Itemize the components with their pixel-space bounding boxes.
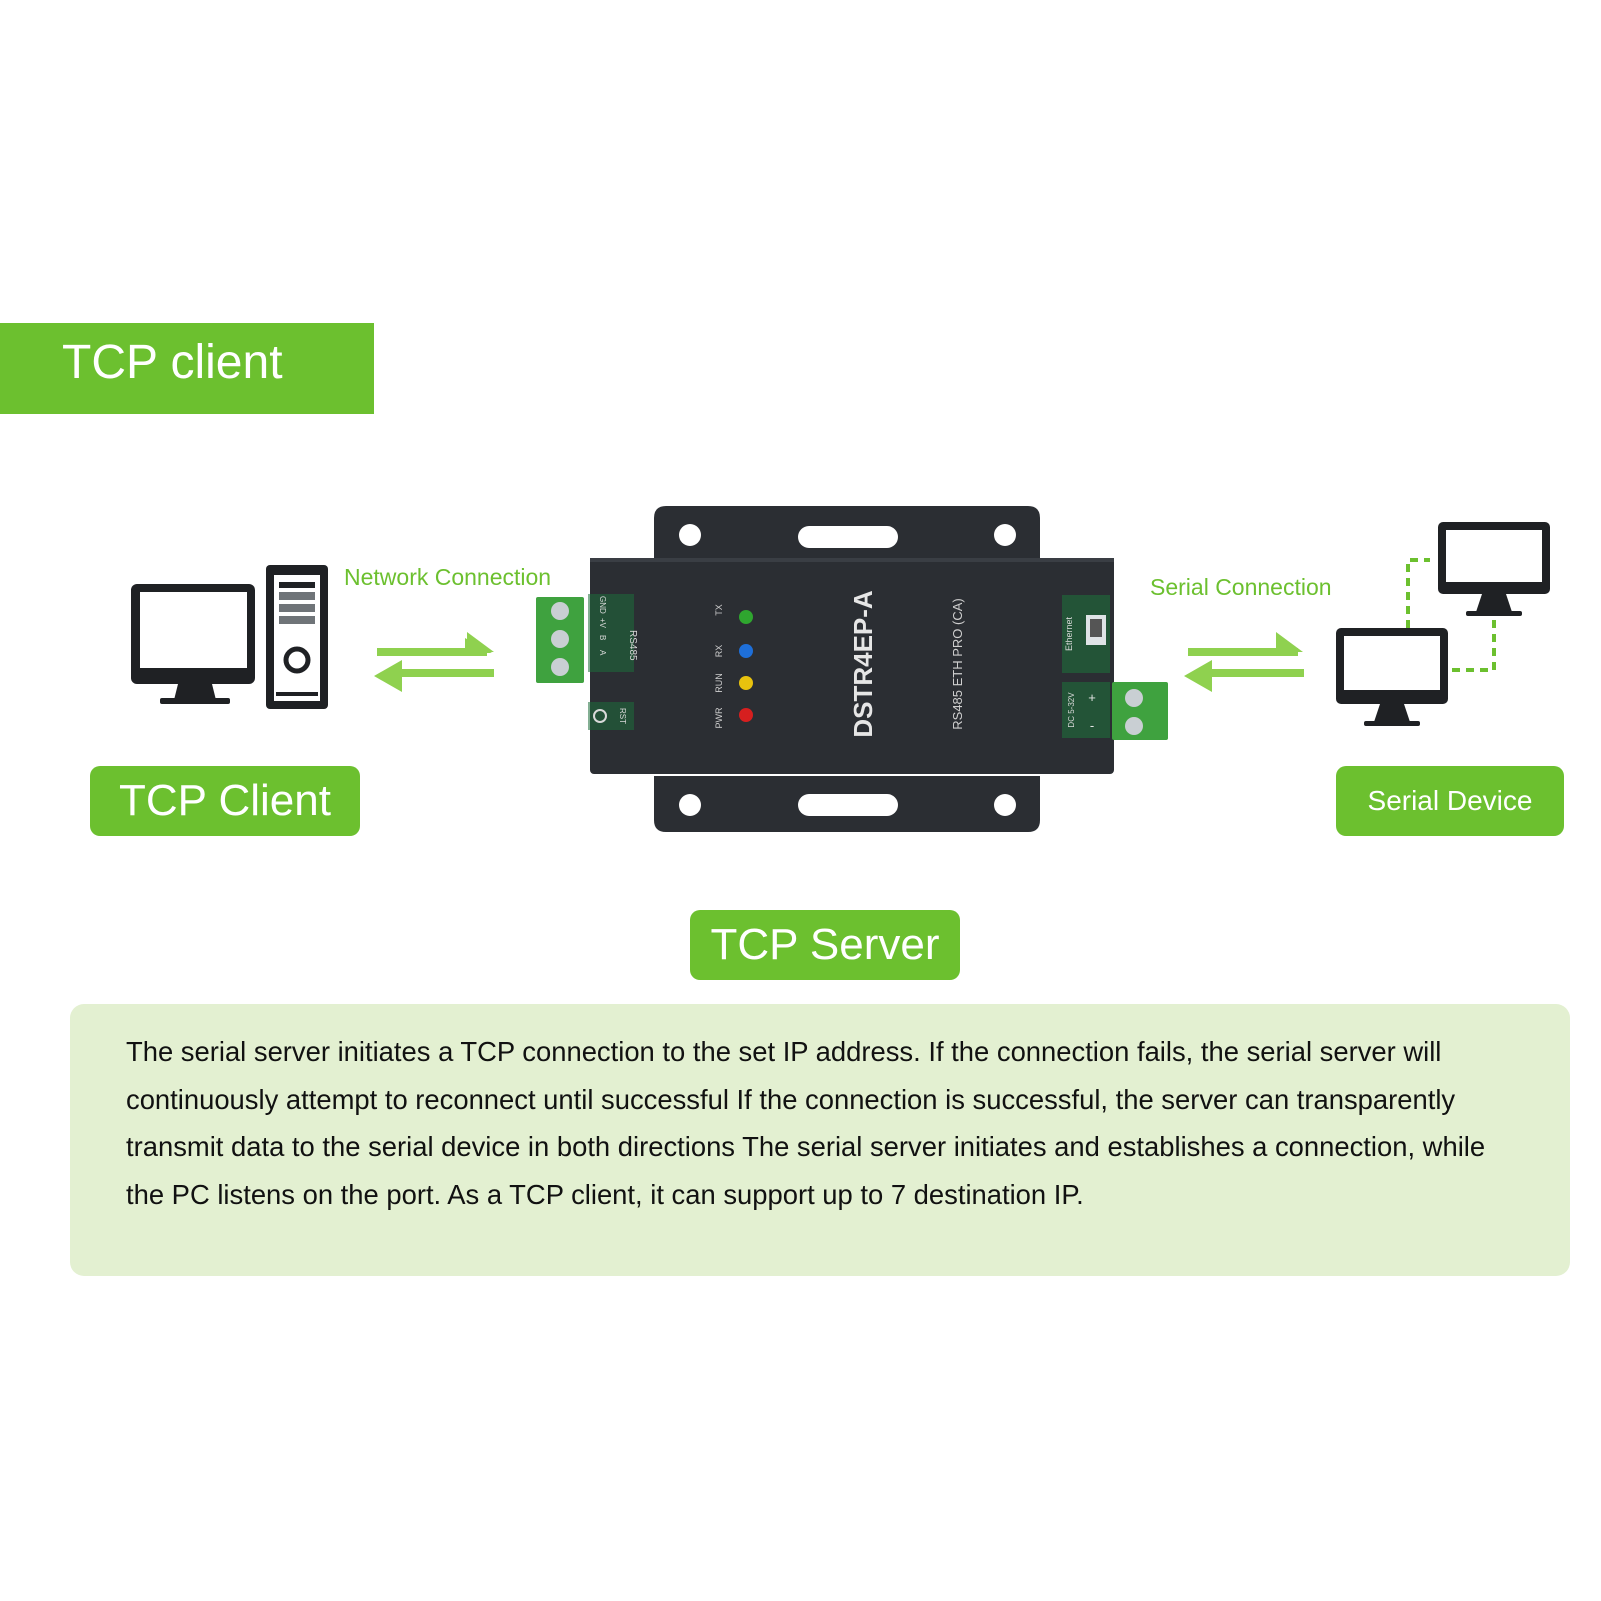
device-subtitle: RS485 ETH PRO (CA): [950, 598, 965, 729]
serial-connection-label: Serial Connection: [1150, 574, 1332, 600]
tcp-server-badge: TCP Server: [690, 910, 960, 980]
led-tx-icon: [739, 610, 753, 624]
led-tx-label: TX: [714, 604, 724, 616]
power-pin-minus: -: [1090, 718, 1094, 733]
description-panel: The serial server initiates a TCP connec…: [70, 1004, 1570, 1276]
device-model: DSTR4EP-A: [848, 590, 878, 738]
led-rx-label: RX: [714, 645, 724, 658]
power-label: DC 5-32V: [1067, 692, 1076, 728]
led-rx-icon: [739, 644, 753, 658]
pc-client-icon: [131, 565, 328, 709]
rs485-pin-v: +V: [598, 618, 607, 629]
led-run-icon: [739, 676, 753, 690]
power-pin-plus: +: [1088, 690, 1096, 705]
network-bidirectional-arrows-icon: [374, 632, 494, 692]
rs485-label: RS485: [627, 630, 638, 661]
ethernet-label: Ethernet: [1064, 616, 1074, 651]
serial-device-badge: Serial Device: [1336, 766, 1564, 836]
rs485-pin-b: B: [598, 635, 607, 640]
tcp-client-badge: TCP Client: [90, 766, 360, 836]
page-title: TCP client: [62, 336, 283, 389]
network-connection-label: Network Connection: [344, 564, 552, 590]
led-run-label: RUN: [714, 673, 724, 693]
rst-label: RST: [618, 708, 627, 724]
rs485-pin-a: A: [598, 650, 607, 656]
serial-bidirectional-arrows-icon: [1184, 632, 1304, 692]
title-banner: TCP client: [0, 323, 374, 414]
description-text: The serial server initiates a TCP connec…: [126, 1036, 1486, 1210]
rs485-pin-gnd: GND: [598, 596, 607, 614]
led-pwr-label: PWR: [714, 707, 724, 728]
serial-devices-icon: [1336, 522, 1550, 726]
led-pwr-icon: [739, 708, 753, 722]
serial-server-device: RS485 GND +V B A RST TX RX RUN PWR DSTR4…: [536, 506, 1168, 832]
